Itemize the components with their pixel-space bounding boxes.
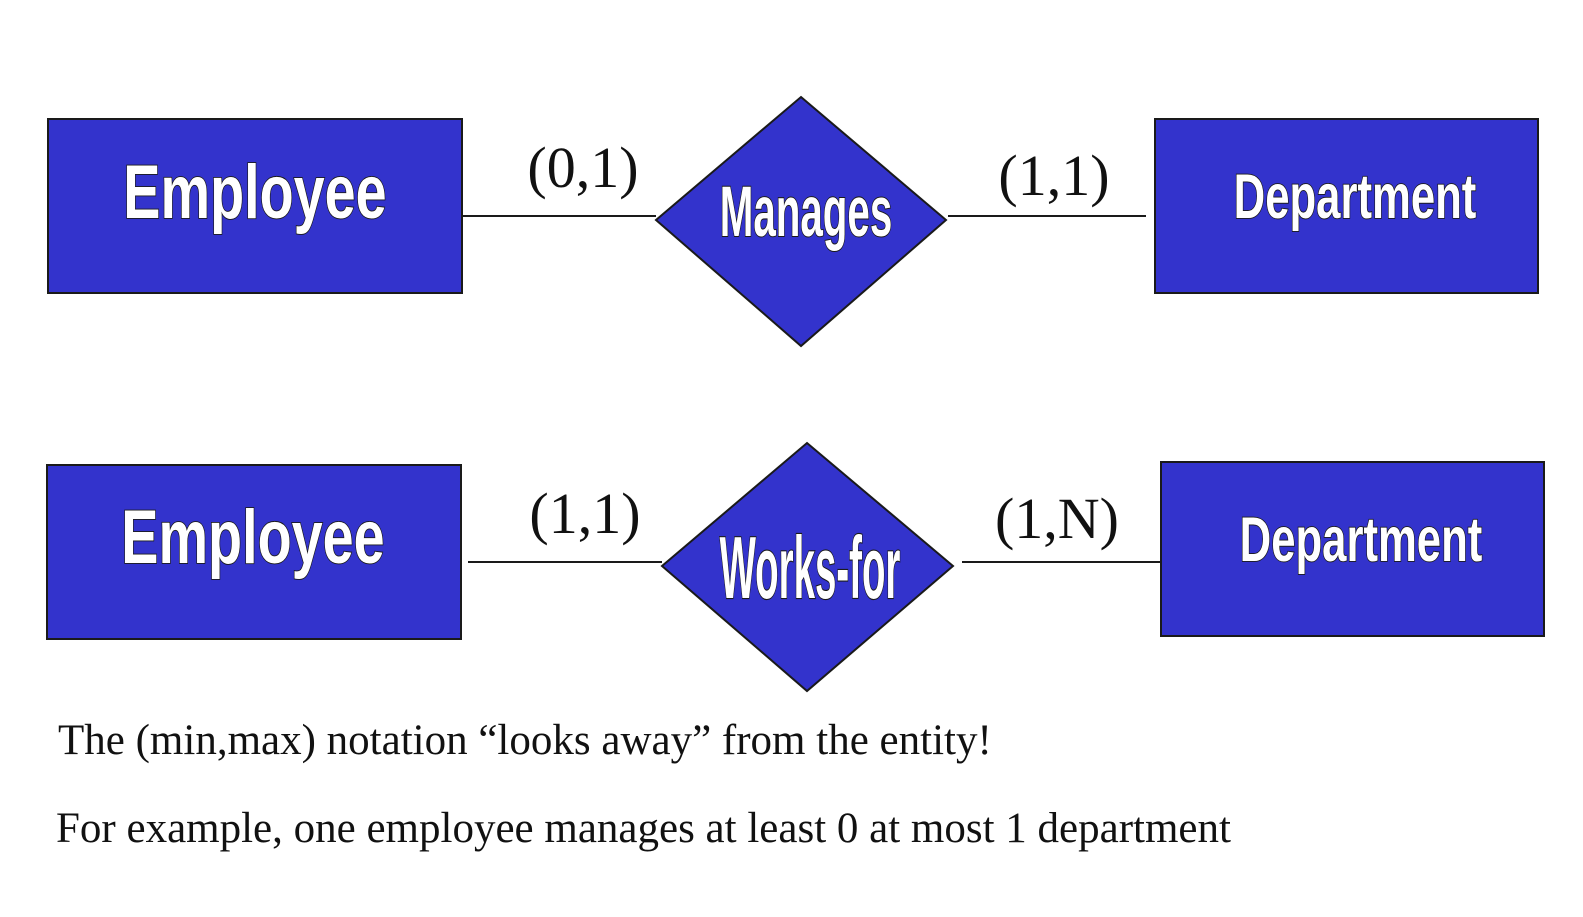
entity-employee-box	[47, 118, 463, 294]
entity-department-box	[1154, 118, 1539, 294]
entity-employee-box	[46, 464, 462, 640]
cardinality-employee-works-for: (1,1)	[529, 481, 640, 546]
entity-employee-label: Employee	[123, 151, 386, 235]
entity-department-box	[1160, 461, 1545, 637]
relationship-works-for-label: Works-for	[720, 520, 901, 617]
cardinality-department-manages: (1,1)	[998, 143, 1109, 208]
er-row-manages: Employee Manages Department (0,1) (1,1)	[47, 95, 1539, 348]
entity-employee-label: Employee	[121, 496, 384, 580]
entity-department-label: Department	[1234, 162, 1477, 232]
er-row-works-for: Employee Works-for Department (1,1) (1,N…	[46, 441, 1545, 693]
relationship-manages-label: Manages	[720, 172, 893, 252]
relationship-works-for-diamond	[660, 441, 955, 693]
cardinality-employee-manages: (0,1)	[527, 135, 638, 200]
cardinality-department-works-for: (1,N)	[995, 486, 1119, 551]
entity-department-label: Department	[1240, 505, 1483, 575]
note-example: For example, one employee manages at lea…	[56, 805, 1231, 852]
note-notation-explanation: The (min,max) notation “looks away” from…	[58, 717, 992, 764]
relationship-manages-diamond	[654, 95, 948, 348]
